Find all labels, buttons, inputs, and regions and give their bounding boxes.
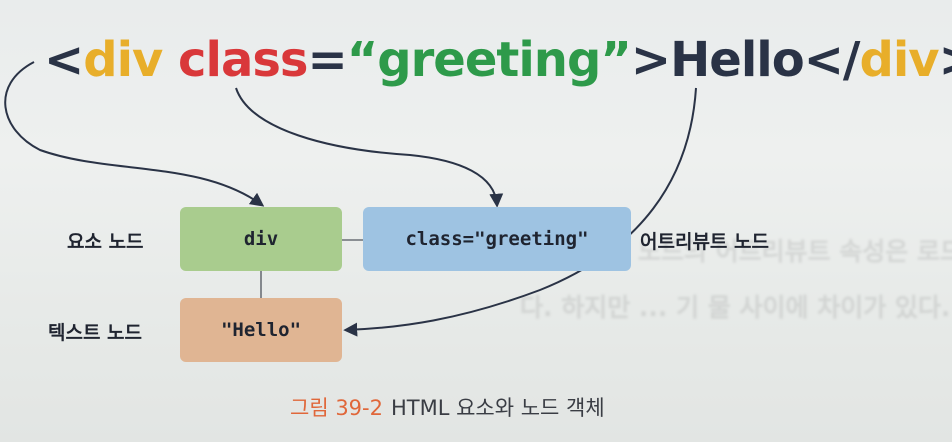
attribute-node-box: class="greeting" — [363, 207, 631, 271]
text-node-label: 텍스트 노드 — [48, 322, 143, 344]
element-node-content: div — [243, 228, 279, 250]
code-content-and-close: >Hello</ — [630, 32, 861, 88]
element-node-box: div — [180, 207, 342, 271]
attribute-node-content: class="greeting" — [405, 228, 589, 250]
text-node-box: "Hello" — [180, 298, 342, 362]
code-open-bracket: < — [44, 32, 84, 88]
html-code-line: <div class=“greeting”>Hello</div> — [44, 28, 952, 92]
figure-title: HTML 요소와 노드 객체 — [390, 396, 605, 420]
arrow-to-element-node — [4, 61, 265, 207]
figure-caption: 그림 39-2 HTML 요소와 노드 객체 — [290, 392, 605, 422]
attribute-node-label: 어트리뷰트 노드 — [640, 231, 769, 253]
code-equals: = — [307, 32, 347, 88]
code-tag-name: div — [83, 32, 163, 88]
arrow-to-text-node — [343, 87, 697, 337]
code-attribute-value: “greeting” — [346, 32, 632, 88]
code-close-bracket: > — [939, 32, 952, 88]
code-attribute-name: class — [178, 32, 308, 88]
figure-number: 그림 39-2 — [290, 396, 383, 420]
bleed-through-text-2: 다. 하지만 ... 기 물 사이에 차이가 있다. — [520, 293, 951, 322]
element-node-label: 요소 노드 — [67, 231, 144, 253]
text-node-content: "Hello" — [220, 319, 302, 341]
arrow-to-attribute-node — [235, 87, 504, 208]
code-close-tag-name: div — [859, 32, 939, 88]
